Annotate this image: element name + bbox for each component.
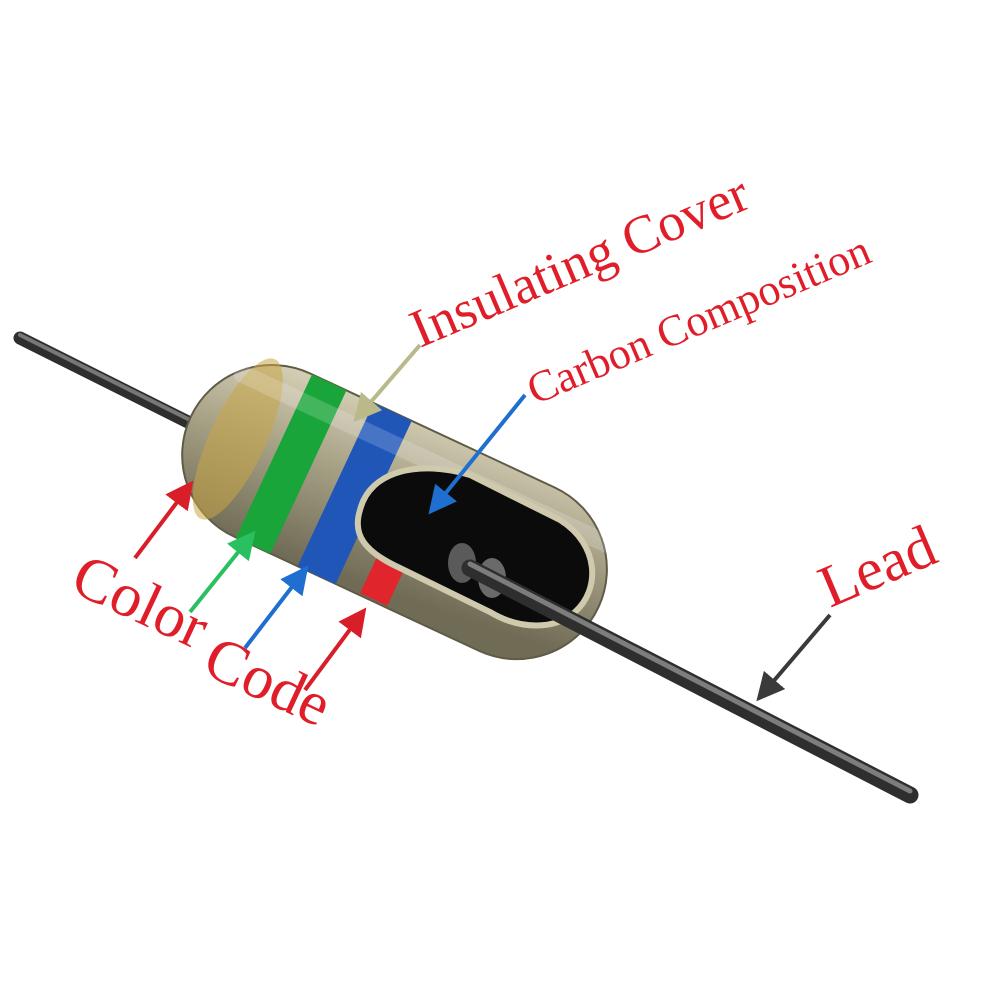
end-cap xyxy=(192,358,283,520)
label-color-code-line1: Color xyxy=(62,541,219,662)
arrow-color-code-red-top xyxy=(133,480,194,560)
arrows xyxy=(133,343,832,702)
arrow-color-code-blue xyxy=(243,565,309,650)
arrow-lead xyxy=(756,613,832,702)
arrow-insulating-cover xyxy=(353,343,422,423)
arrow-color-code-red-bottom xyxy=(303,607,367,692)
arrow-color-code-green xyxy=(188,530,256,614)
band-blue xyxy=(297,403,412,584)
resistor-body xyxy=(181,358,617,661)
band-green xyxy=(235,374,347,554)
label-lead: Lead xyxy=(809,512,945,620)
label-color-code-line2: Code xyxy=(194,623,341,740)
right-lead xyxy=(461,559,919,804)
arrow-carbon-composition xyxy=(428,393,527,515)
